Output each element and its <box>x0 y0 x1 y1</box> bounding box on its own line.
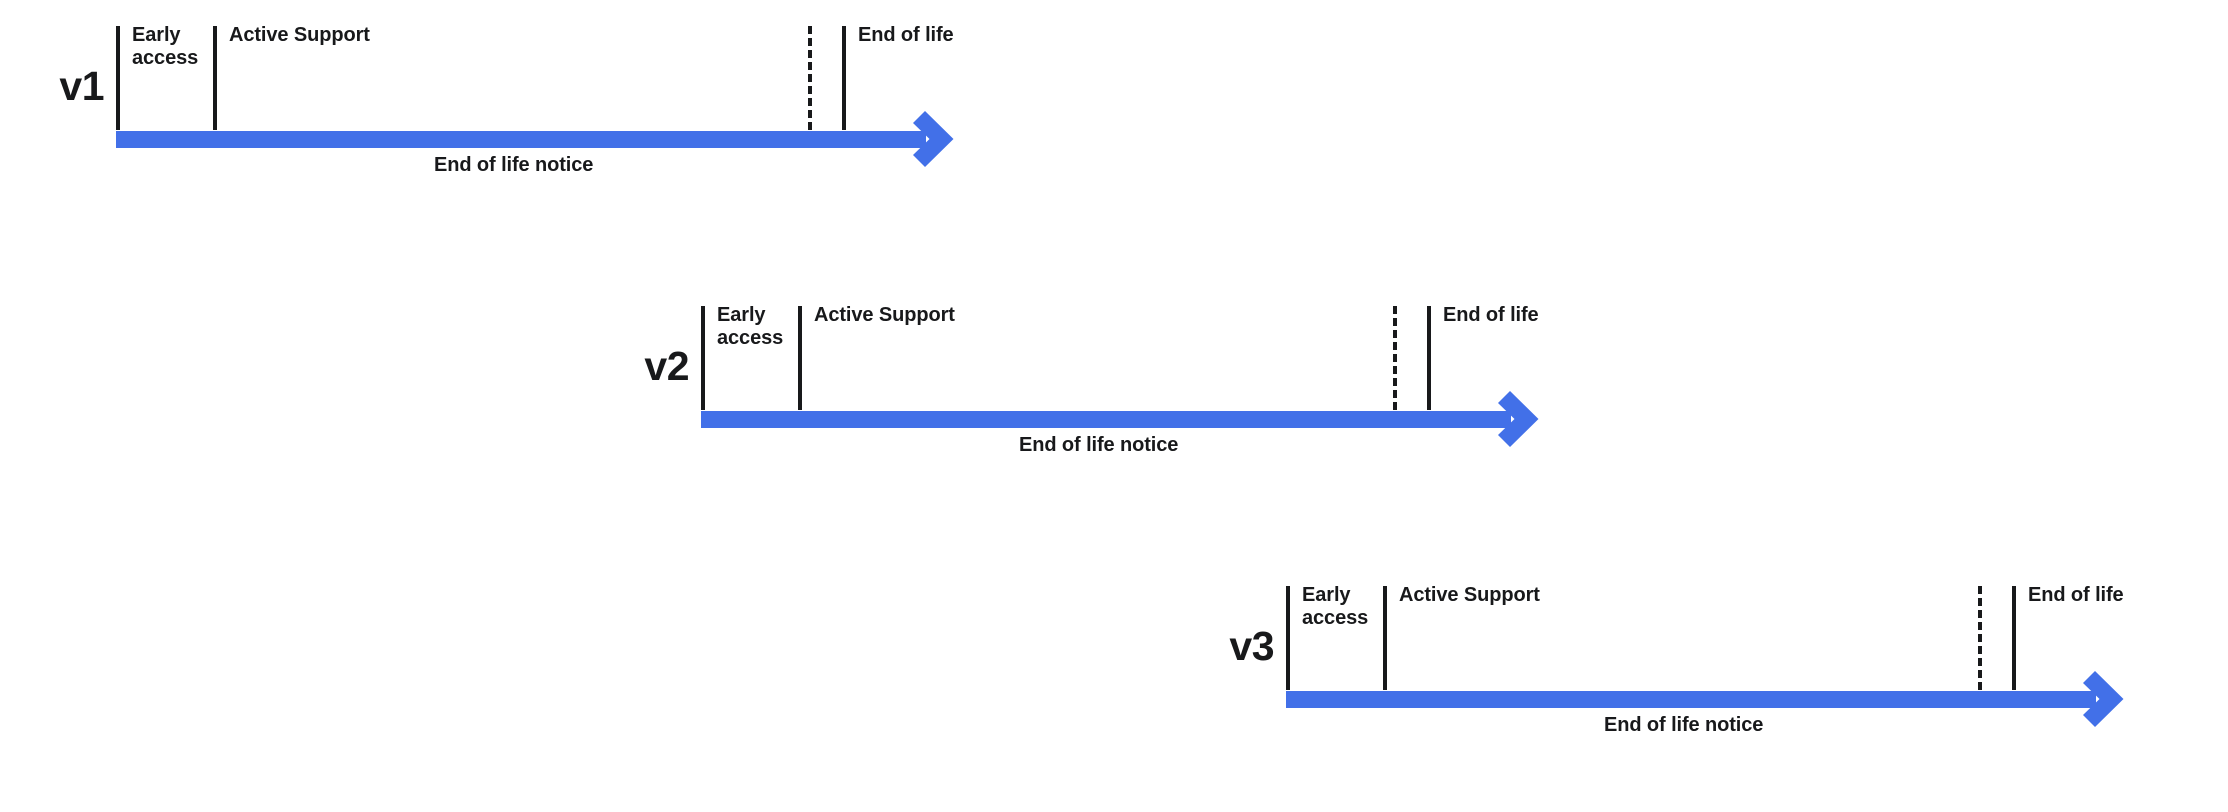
timeline-bar <box>116 131 926 148</box>
phase-divider-2 <box>213 26 217 130</box>
end-of-life-notice-label: End of life notice <box>1604 714 1764 736</box>
phase-label-end-of-life: End of life <box>2028 584 2124 606</box>
phase-label-end-of-life: End of life <box>858 24 954 46</box>
phase-divider-3 <box>1427 306 1431 410</box>
arrow-right-icon <box>2078 668 2140 730</box>
end-of-life-notice-marker <box>1393 306 1397 410</box>
phase-divider-2 <box>1383 586 1387 690</box>
phase-divider-1 <box>1286 586 1290 690</box>
phase-label-active-support: Active Support <box>814 304 955 326</box>
phase-label-early-access: Early access <box>132 24 199 69</box>
arrow-right-icon <box>1493 388 1555 450</box>
version-label-v2: v2 <box>644 343 689 389</box>
phase-divider-1 <box>116 26 120 130</box>
phase-label-active-support: Active Support <box>1399 584 1540 606</box>
end-of-life-notice-marker <box>808 26 812 130</box>
phase-label-end-of-life: End of life <box>1443 304 1539 326</box>
end-of-life-notice-label: End of life notice <box>434 154 594 176</box>
end-of-life-notice-label: End of life notice <box>1019 434 1179 456</box>
timeline-bar <box>701 411 1511 428</box>
phase-divider-1 <box>701 306 705 410</box>
version-label-v3: v3 <box>1229 623 1274 669</box>
phase-label-early-access: Early access <box>1302 584 1369 629</box>
phase-divider-3 <box>842 26 846 130</box>
phase-label-early-access: Early access <box>717 304 784 349</box>
timeline-bar <box>1286 691 2096 708</box>
phase-divider-3 <box>2012 586 2016 690</box>
phase-label-active-support: Active Support <box>229 24 370 46</box>
end-of-life-notice-marker <box>1978 586 1982 690</box>
arrow-right-icon <box>908 108 970 170</box>
version-label-v1: v1 <box>59 63 104 109</box>
phase-divider-2 <box>798 306 802 410</box>
